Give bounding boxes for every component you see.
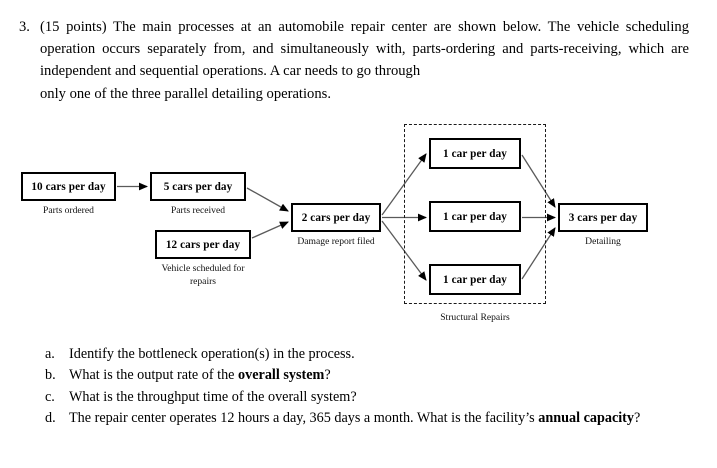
arrow-vehicle-scheduled-to-damage-report <box>251 221 289 239</box>
subquestion-item-d: d. The repair center operates 12 hours a… <box>45 408 690 429</box>
process-caption-parts-ordered: Parts ordered <box>43 205 94 216</box>
question-row: 3. (15 points) The main processes at an … <box>14 16 689 105</box>
subquestion-text-before: What is the output rate of the <box>69 367 239 384</box>
subquestion-letter: d. <box>45 410 56 427</box>
caption-line-1: Vehicle scheduled for <box>161 263 245 274</box>
subquestion-letter: b. <box>45 367 56 384</box>
subquestion-item-c: c. What is the throughput time of the ov… <box>45 387 690 408</box>
subquestion-text-before: What is the throughput time of the overa… <box>69 388 357 405</box>
question-body: (15 points) The main processes at an aut… <box>40 16 689 105</box>
subquestion-text-after: ? <box>324 367 331 384</box>
subquestion-text-bold: annual capacity <box>538 410 634 427</box>
caption-line-2: repairs <box>189 275 217 287</box>
subquestion-text: What is the output rate of the overall s… <box>69 365 690 386</box>
structural-repairs-group-boundary <box>404 124 546 304</box>
process-caption-parts-received: Parts received <box>170 205 226 216</box>
process-box-damage-report[interactable]: 2 cars per day <box>291 203 381 232</box>
process-box-vehicle-scheduled[interactable]: 12 cars per day <box>155 230 251 259</box>
process-box-detailing[interactable]: 3 cars per day <box>558 203 648 232</box>
subquestion-text: The repair center operates 12 hours a da… <box>69 408 690 429</box>
process-caption-detailing: Detailing <box>585 236 621 247</box>
process-box-structural-repair-1[interactable]: 1 car per day <box>429 138 521 169</box>
group-caption-structural-repairs: Structural Repairs <box>440 312 510 323</box>
subquestion-item-a: a. Identify the bottleneck operation(s) … <box>45 344 690 365</box>
subquestion-text-after: ? <box>634 410 641 427</box>
process-box-parts-ordered[interactable]: 10 cars per day <box>21 172 116 201</box>
process-caption-vehicle-scheduled: Vehicle scheduled for repairs <box>139 263 267 288</box>
arrow-structural-3-to-detailing <box>521 227 556 280</box>
question-header: 3. (15 points) The main processes at an … <box>14 16 689 105</box>
subquestion-text: What is the throughput time of the overa… <box>69 387 690 408</box>
process-box-parts-received[interactable]: 5 cars per day <box>150 172 246 201</box>
process-flow-diagram: 10 cars per day Parts ordered 5 cars per… <box>0 108 717 340</box>
subquestion-text: Identify the bottleneck operation(s) in … <box>69 344 690 365</box>
subquestion-letter: a. <box>45 346 55 362</box>
process-caption-damage-report: Damage report filed <box>297 236 375 247</box>
process-box-structural-repair-3[interactable]: 1 car per day <box>429 264 521 295</box>
subquestion-list: a. Identify the bottleneck operation(s) … <box>45 344 690 430</box>
subquestion-text-bold: overall system <box>238 367 325 384</box>
arrow-structural-1-to-detailing <box>521 154 556 208</box>
subquestion-item-b: b. What is the output rate of the overal… <box>45 365 690 386</box>
process-box-structural-repair-2[interactable]: 1 car per day <box>429 201 521 232</box>
subquestion-letter: c. <box>45 388 55 405</box>
question-body-last-line: only one of the three parallel detailing… <box>40 85 331 102</box>
question-number: 3. <box>19 19 30 35</box>
question-body-text: (15 points) The main processes at an aut… <box>40 19 689 80</box>
arrow-parts-received-to-damage-report <box>246 187 289 212</box>
subquestion-text-before: The repair center operates 12 hours a da… <box>69 410 539 427</box>
subquestion-text-before: Identify the bottleneck operation(s) in … <box>69 346 355 362</box>
